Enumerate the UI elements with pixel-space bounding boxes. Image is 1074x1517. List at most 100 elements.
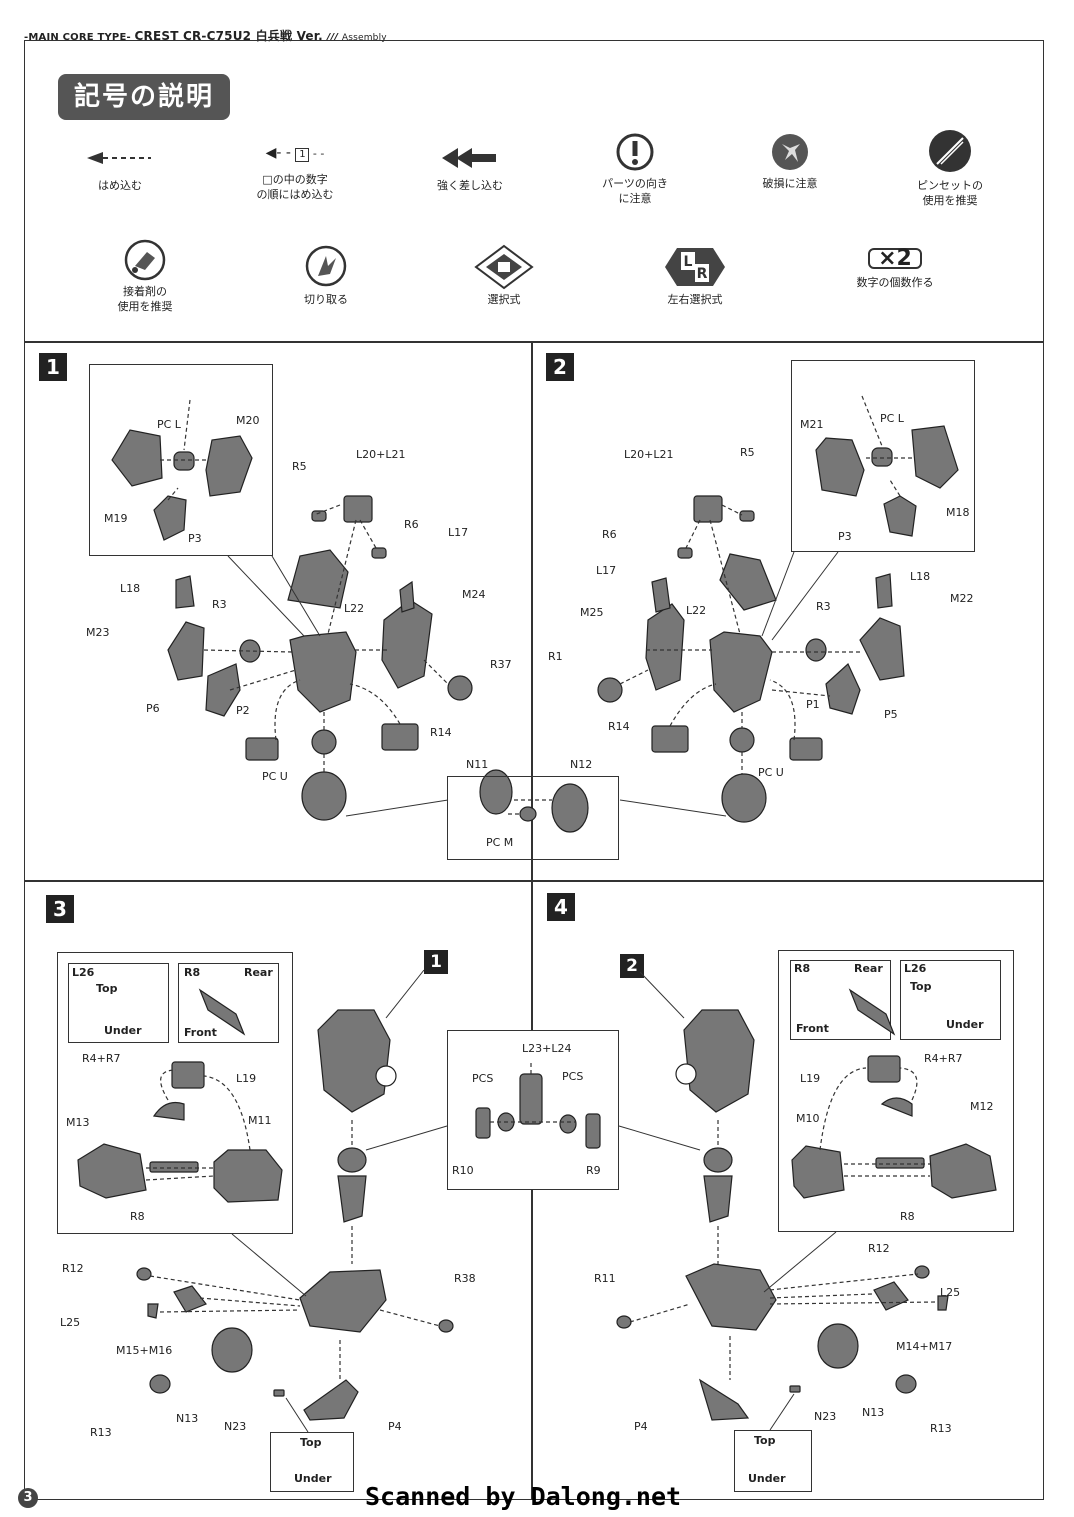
part-label: R4+R7: [924, 1052, 963, 1065]
part-label: R1: [548, 650, 563, 663]
legend-item: 破損に注意: [740, 132, 840, 191]
tweezers-icon: [929, 130, 971, 172]
part-label: R9: [586, 1164, 601, 1177]
part-label: R3: [816, 600, 831, 613]
part-label: L20+L21: [624, 448, 674, 461]
part-label: L26: [72, 966, 95, 979]
part-label: N13: [176, 1412, 199, 1425]
part-label: L18: [120, 582, 141, 595]
part-label: M14+M17: [896, 1340, 953, 1353]
divider: [24, 341, 1044, 343]
part-label: N11: [466, 758, 489, 771]
part-label: Under: [294, 1472, 332, 1485]
part-label: Rear: [854, 962, 883, 975]
part-label: L19: [800, 1072, 821, 1085]
scan-credit: Scanned by Dalong.net: [365, 1482, 682, 1511]
part-label: P4: [388, 1420, 402, 1433]
part-label: L18: [910, 570, 931, 583]
break-icon: [772, 134, 808, 170]
part-label: P5: [884, 708, 898, 721]
orientation-box: [900, 960, 1001, 1040]
glue-icon: [124, 239, 166, 281]
step-ref: 1: [424, 950, 448, 974]
step-number: 4: [547, 893, 575, 921]
legend-item: ◀- - 1 - - □の中の数字 の順にはめ込む: [240, 146, 350, 202]
part-label: R12: [62, 1262, 84, 1275]
header-prefix: -MAIN CORE TYPE-: [24, 32, 131, 43]
part-label: M13: [66, 1116, 90, 1129]
part-label: R10: [452, 1164, 474, 1177]
part-label: Rear: [244, 966, 273, 979]
part-label: R8: [184, 966, 201, 979]
arrow-dashed-icon: [87, 152, 151, 164]
part-label: PCS: [472, 1072, 494, 1085]
part-label: L25: [940, 1286, 961, 1299]
part-label: R13: [930, 1422, 952, 1435]
part-label: M22: [950, 592, 974, 605]
part-label: P4: [634, 1420, 648, 1433]
part-label: L22: [686, 604, 707, 617]
part-label: R14: [430, 726, 452, 739]
part-label: M11: [248, 1114, 272, 1127]
step-number: 2: [546, 353, 574, 381]
legend-item: 接着剤の 使用を推奨: [95, 238, 195, 314]
part-label: Front: [796, 1022, 829, 1035]
page-header: -MAIN CORE TYPE- CREST CR-C75U2 白兵戦 Ver.…: [24, 29, 387, 43]
orientation-box: [790, 960, 891, 1040]
legend-item: 切り取る: [276, 244, 376, 307]
part-label: M10: [796, 1112, 820, 1125]
part-label: PC L: [880, 412, 904, 425]
part-label: M20: [236, 414, 260, 427]
part-label: P6: [146, 702, 160, 715]
part-label: R6: [404, 518, 419, 531]
part-label: Top: [910, 980, 932, 993]
part-label: M23: [86, 626, 110, 639]
part-label: R8: [130, 1210, 145, 1223]
part-label: L19: [236, 1072, 257, 1085]
step-ref: 2: [620, 954, 644, 978]
part-label: R5: [292, 460, 307, 473]
part-label: Under: [946, 1018, 984, 1031]
part-label: N12: [570, 758, 593, 771]
part-label: R8: [794, 962, 811, 975]
part-label: N13: [862, 1406, 885, 1419]
arrow-numbered-icon: ◀- - 1 - -: [265, 145, 325, 162]
part-label: L17: [448, 526, 469, 539]
exclamation-icon: [616, 133, 654, 171]
part-label: R37: [490, 658, 512, 671]
part-label: PC U: [262, 770, 288, 783]
legend-item: ×2 数字の個数作る: [856, 246, 934, 290]
legend-item: パーツの向き に注意: [585, 132, 685, 206]
legend-item: 選択式: [454, 244, 554, 307]
cut-icon: [305, 245, 347, 287]
part-label: L26: [904, 962, 927, 975]
part-label: PC U: [758, 766, 784, 779]
orientation-box: [68, 963, 169, 1043]
part-label: R6: [602, 528, 617, 541]
part-label: M12: [970, 1100, 994, 1113]
svg-text:L: L: [684, 254, 693, 270]
part-label: M19: [104, 512, 128, 525]
part-label: Top: [754, 1434, 776, 1447]
part-label: R5: [740, 446, 755, 459]
part-label: Under: [748, 1472, 786, 1485]
part-label: R14: [608, 720, 630, 733]
part-label: R4+R7: [82, 1052, 121, 1065]
part-label: Top: [96, 982, 118, 995]
part-label: PC L: [157, 418, 181, 431]
part-label: R3: [212, 598, 227, 611]
header-section: Assembly: [341, 33, 387, 43]
legend-item: 強く差し込む: [420, 146, 520, 193]
part-label: P3: [188, 532, 202, 545]
x2-icon: ×2: [868, 248, 922, 270]
part-label: PC M: [486, 836, 514, 849]
orientation-box: [270, 1432, 354, 1492]
part-label: L23+L24: [522, 1042, 572, 1055]
header-title: CREST CR-C75U2 白兵戦 Ver.: [134, 29, 323, 43]
part-label: R13: [90, 1426, 112, 1439]
part-label: M24: [462, 588, 486, 601]
step-number: 3: [46, 895, 74, 923]
select-icon: [474, 244, 534, 290]
